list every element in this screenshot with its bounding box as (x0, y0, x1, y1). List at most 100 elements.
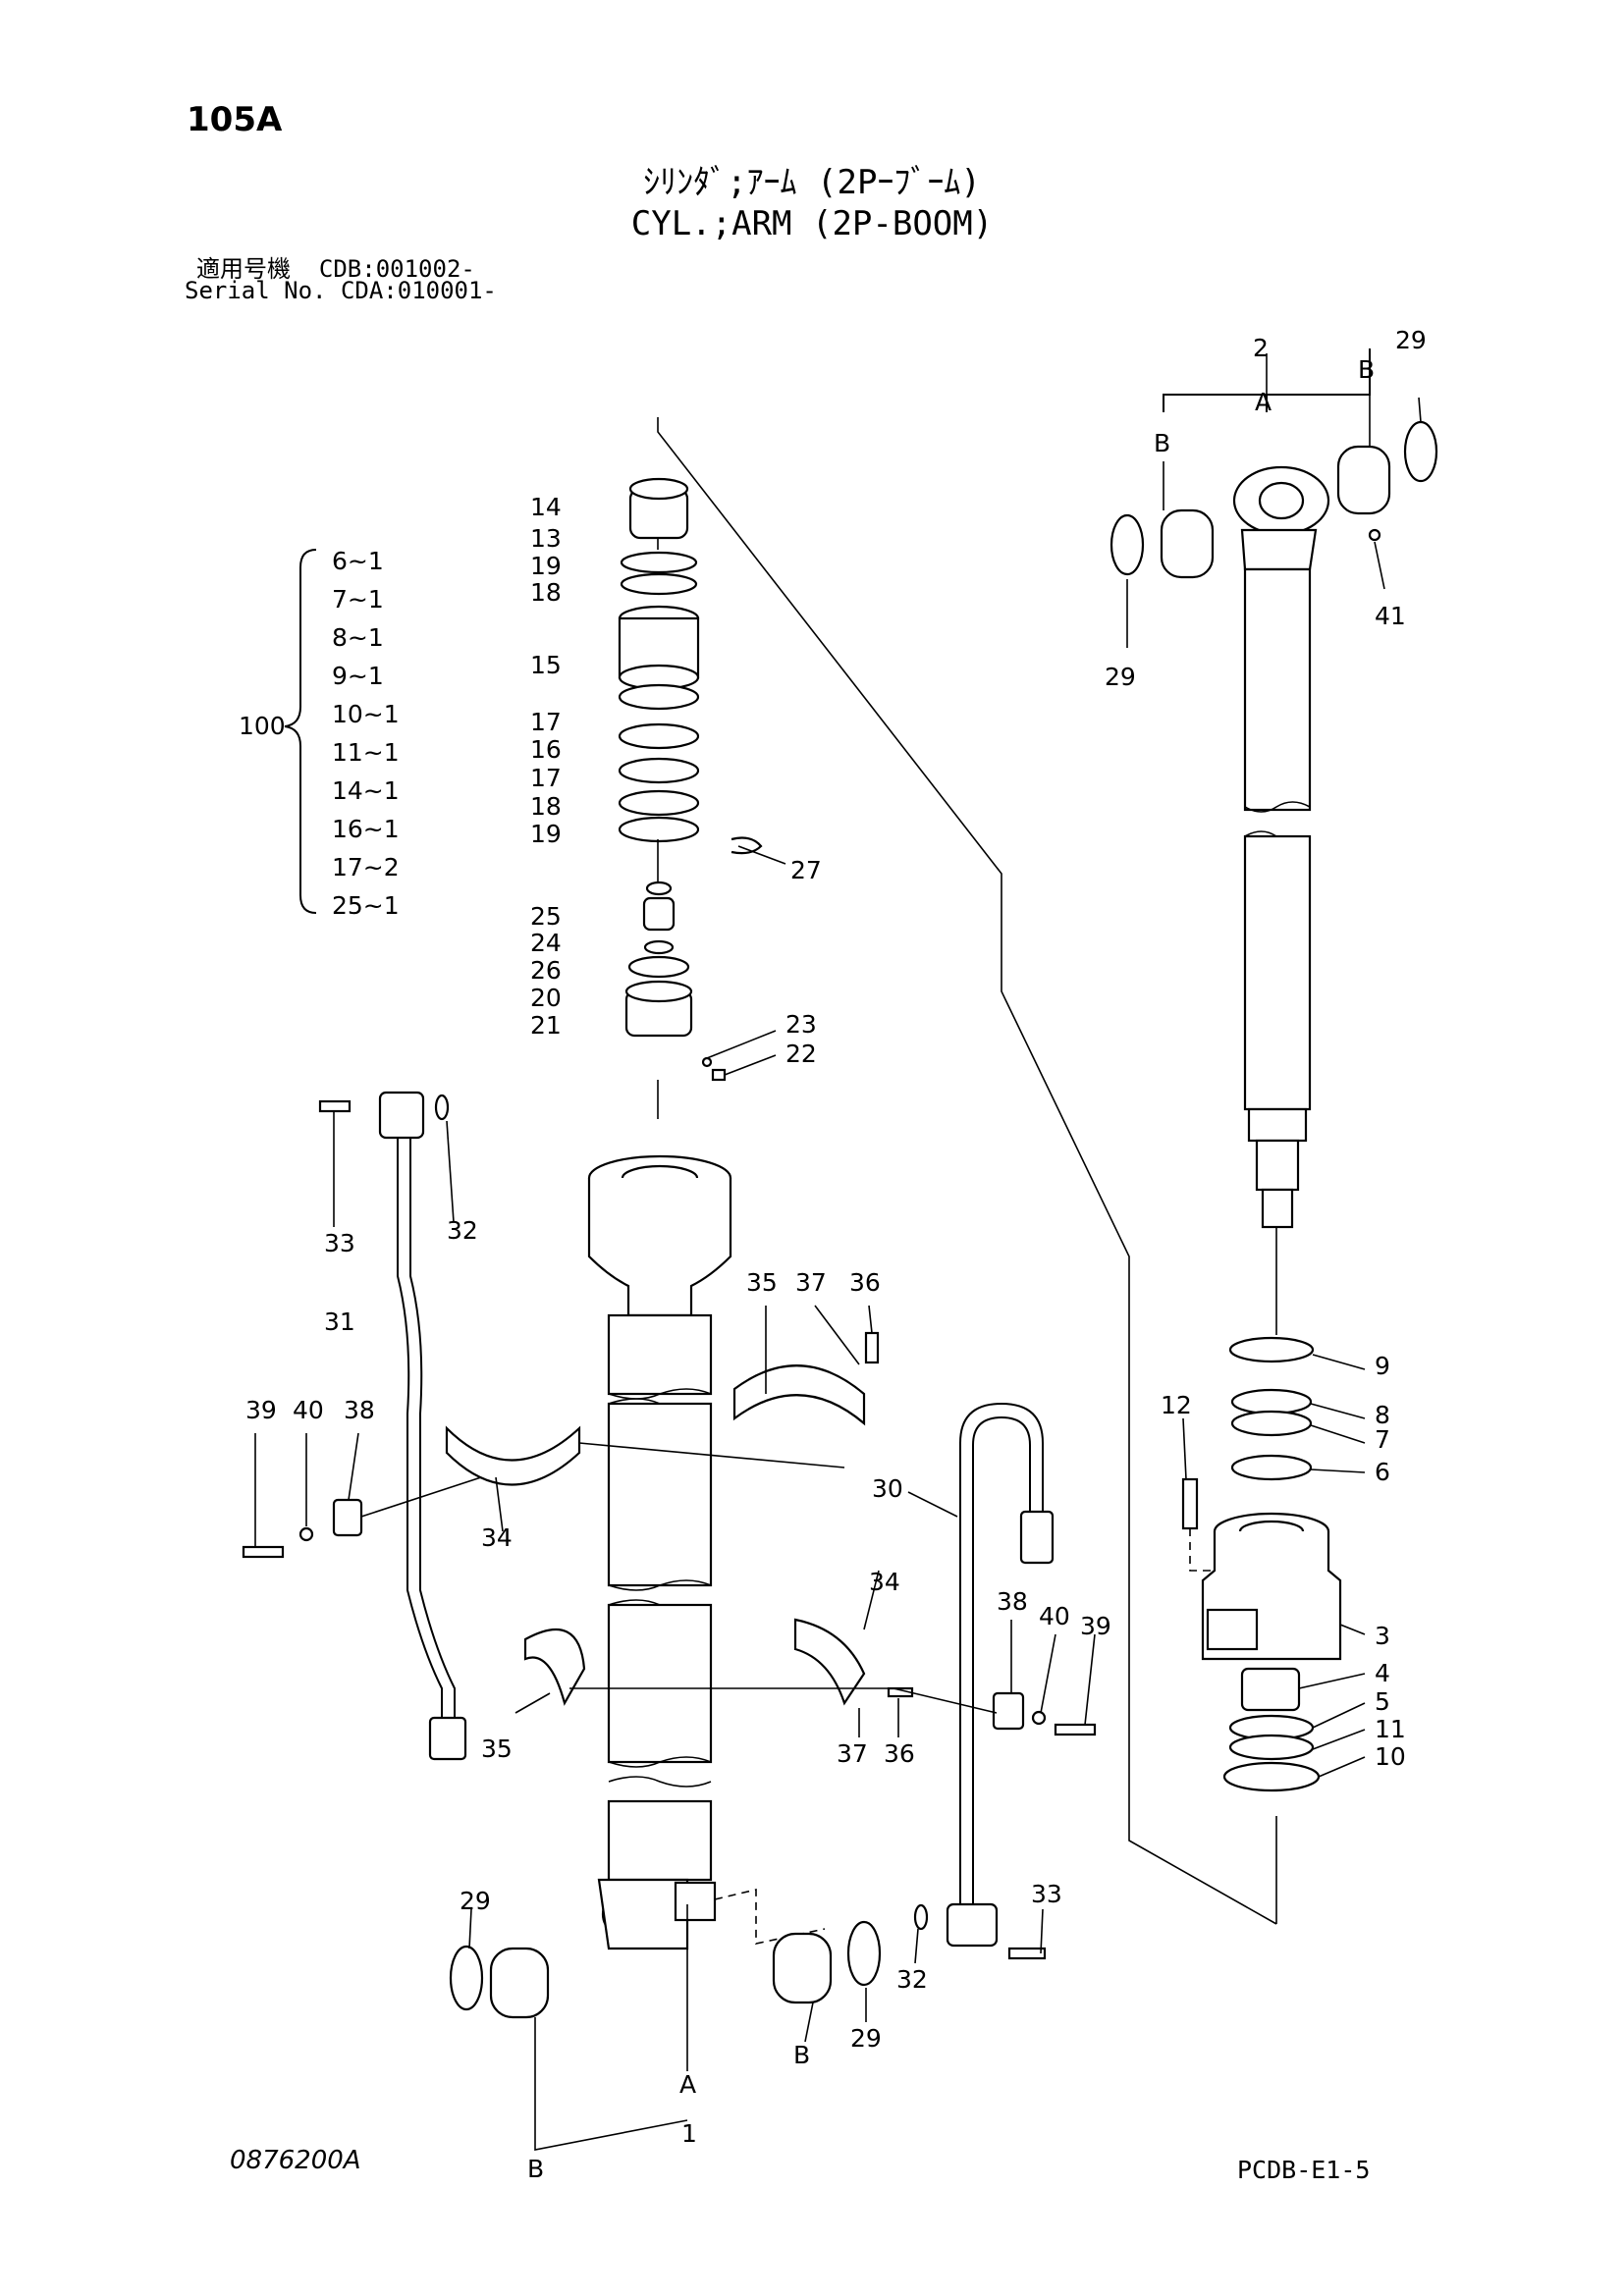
bushing-lower-left (489, 1947, 550, 2019)
callout-label: 19 (530, 552, 562, 580)
piston-rod-assembly (1110, 348, 1438, 1229)
bolt-33-left (318, 1099, 352, 1113)
seal-29-lower-right (846, 1920, 882, 1987)
collar-24 (642, 896, 676, 932)
tube-upper (607, 1313, 713, 1396)
seal-29-right (1403, 420, 1438, 483)
clamp-34-lower (793, 1618, 866, 1706)
serial-applicable-line: 適用号機 CDB:001002- (196, 255, 475, 283)
tube-foot (597, 1878, 689, 1950)
callout-label: B (793, 2041, 810, 2069)
pipe-30 (907, 1402, 1055, 1964)
callout-label: 38 (344, 1396, 375, 1424)
callout-label: 11 (1375, 1715, 1406, 1743)
seal-29-lower-left (449, 1945, 484, 2011)
callout-label: 5 (1375, 1687, 1390, 1716)
callout-label: 39 (1080, 1612, 1111, 1640)
callout-label: 15 (530, 651, 562, 679)
assembly-guide-lines (657, 417, 1277, 1925)
ring-17-lower (618, 757, 700, 784)
callout-label: 8 (1375, 1401, 1390, 1429)
kit-item-list: 6~1 7~1 8~1 9~1 10~1 11~1 14~1 16~1 17~2… (332, 547, 400, 920)
kit-item: 10~1 (332, 700, 400, 728)
seal-9 (1228, 1336, 1315, 1363)
bolt-39-right (1054, 1723, 1097, 1736)
washer-40-right (1031, 1710, 1047, 1726)
callout-label: 40 (293, 1396, 324, 1424)
bushing-left (1160, 508, 1215, 579)
callout-label: 6 (1375, 1458, 1390, 1486)
rod-thread (1255, 1139, 1300, 1192)
tube-bottom (607, 1799, 713, 1882)
rod-eye-neck (1240, 528, 1318, 571)
callout-label: 17 (530, 708, 562, 736)
callout-label: 19 (530, 820, 562, 848)
pipe-30-flange (946, 1902, 999, 1948)
callout-label: 33 (1031, 1880, 1062, 1908)
kit-brace (284, 549, 317, 914)
callout-label: 29 (1105, 663, 1136, 691)
callout-label: 24 (530, 929, 562, 957)
callout-label: 29 (850, 2024, 882, 2053)
ring-19-lower (618, 816, 700, 843)
callout-label: 1 (681, 2119, 697, 2148)
bolt-36-upper (864, 1331, 880, 1364)
callout-label: 40 (1039, 1602, 1070, 1630)
callout-label: 12 (1161, 1391, 1192, 1419)
callout-label: 9 (1375, 1352, 1390, 1380)
page-number: 105A (187, 100, 283, 139)
callout-label: 37 (837, 1739, 868, 1768)
drawing-number: 0876200A (230, 2146, 361, 2175)
callout-label: 32 (896, 1965, 928, 1994)
callout-label: 32 (447, 1216, 478, 1245)
rod-shoulder (1247, 1107, 1308, 1143)
tube-port-block (674, 1881, 717, 1922)
clamp-34-upper (445, 1425, 581, 1486)
callout-label: 4 (1375, 1659, 1390, 1687)
ring-11 (1228, 1734, 1315, 1761)
callout-label: 25 (530, 902, 562, 931)
ring-20 (627, 955, 690, 979)
pipe-31 (318, 1091, 467, 1761)
ring-8 (1230, 1388, 1313, 1415)
callout-label: 26 (530, 956, 562, 985)
kit-label: 100 (239, 712, 286, 740)
callout-label: 18 (530, 792, 562, 821)
bolt-12 (1181, 1477, 1199, 1530)
callout-labels: 2 29 A B B 29 41 14 13 19 18 15 17 16 17… (245, 326, 1427, 2183)
oring-32-right (913, 1903, 929, 1931)
seal-29-left (1110, 513, 1145, 576)
callout-label: 29 (460, 1887, 491, 1915)
piston-assembly (618, 477, 786, 1082)
callout-label: 18 (530, 578, 562, 607)
callout-label: 36 (849, 1268, 881, 1297)
sheet-code: PCDB-E1-5 (1237, 2156, 1371, 2184)
tube-lower (607, 1603, 713, 1764)
callout-label: 2 (1253, 334, 1269, 362)
grease-fitting-41 (1368, 528, 1381, 542)
callout-label: A (1255, 388, 1272, 416)
callout-label: 21 (530, 1011, 562, 1040)
clip-27 (731, 836, 763, 855)
callout-label: 36 (884, 1739, 915, 1768)
ring-7 (1230, 1410, 1313, 1437)
ring-19 (620, 551, 698, 574)
block-38-left (332, 1498, 363, 1537)
oring-32-left (434, 1094, 450, 1121)
callout-label: 31 (324, 1308, 355, 1336)
ring-18 (620, 572, 698, 596)
rod-head-port (1206, 1608, 1259, 1651)
kit-item: 7~1 (332, 585, 384, 614)
callout-label: 10 (1375, 1742, 1406, 1771)
bushing-4 (1240, 1667, 1301, 1712)
callout-label: B (1154, 429, 1170, 457)
callout-label: 30 (872, 1474, 903, 1503)
callout-label: B (1358, 355, 1375, 384)
callout-label: 39 (245, 1396, 277, 1424)
clamps-and-bolts (242, 1305, 1097, 1737)
kit-item: 6~1 (332, 547, 384, 575)
callout-label: 34 (481, 1523, 513, 1552)
bushing-right (1336, 445, 1391, 515)
callout-label: 20 (530, 984, 562, 1012)
